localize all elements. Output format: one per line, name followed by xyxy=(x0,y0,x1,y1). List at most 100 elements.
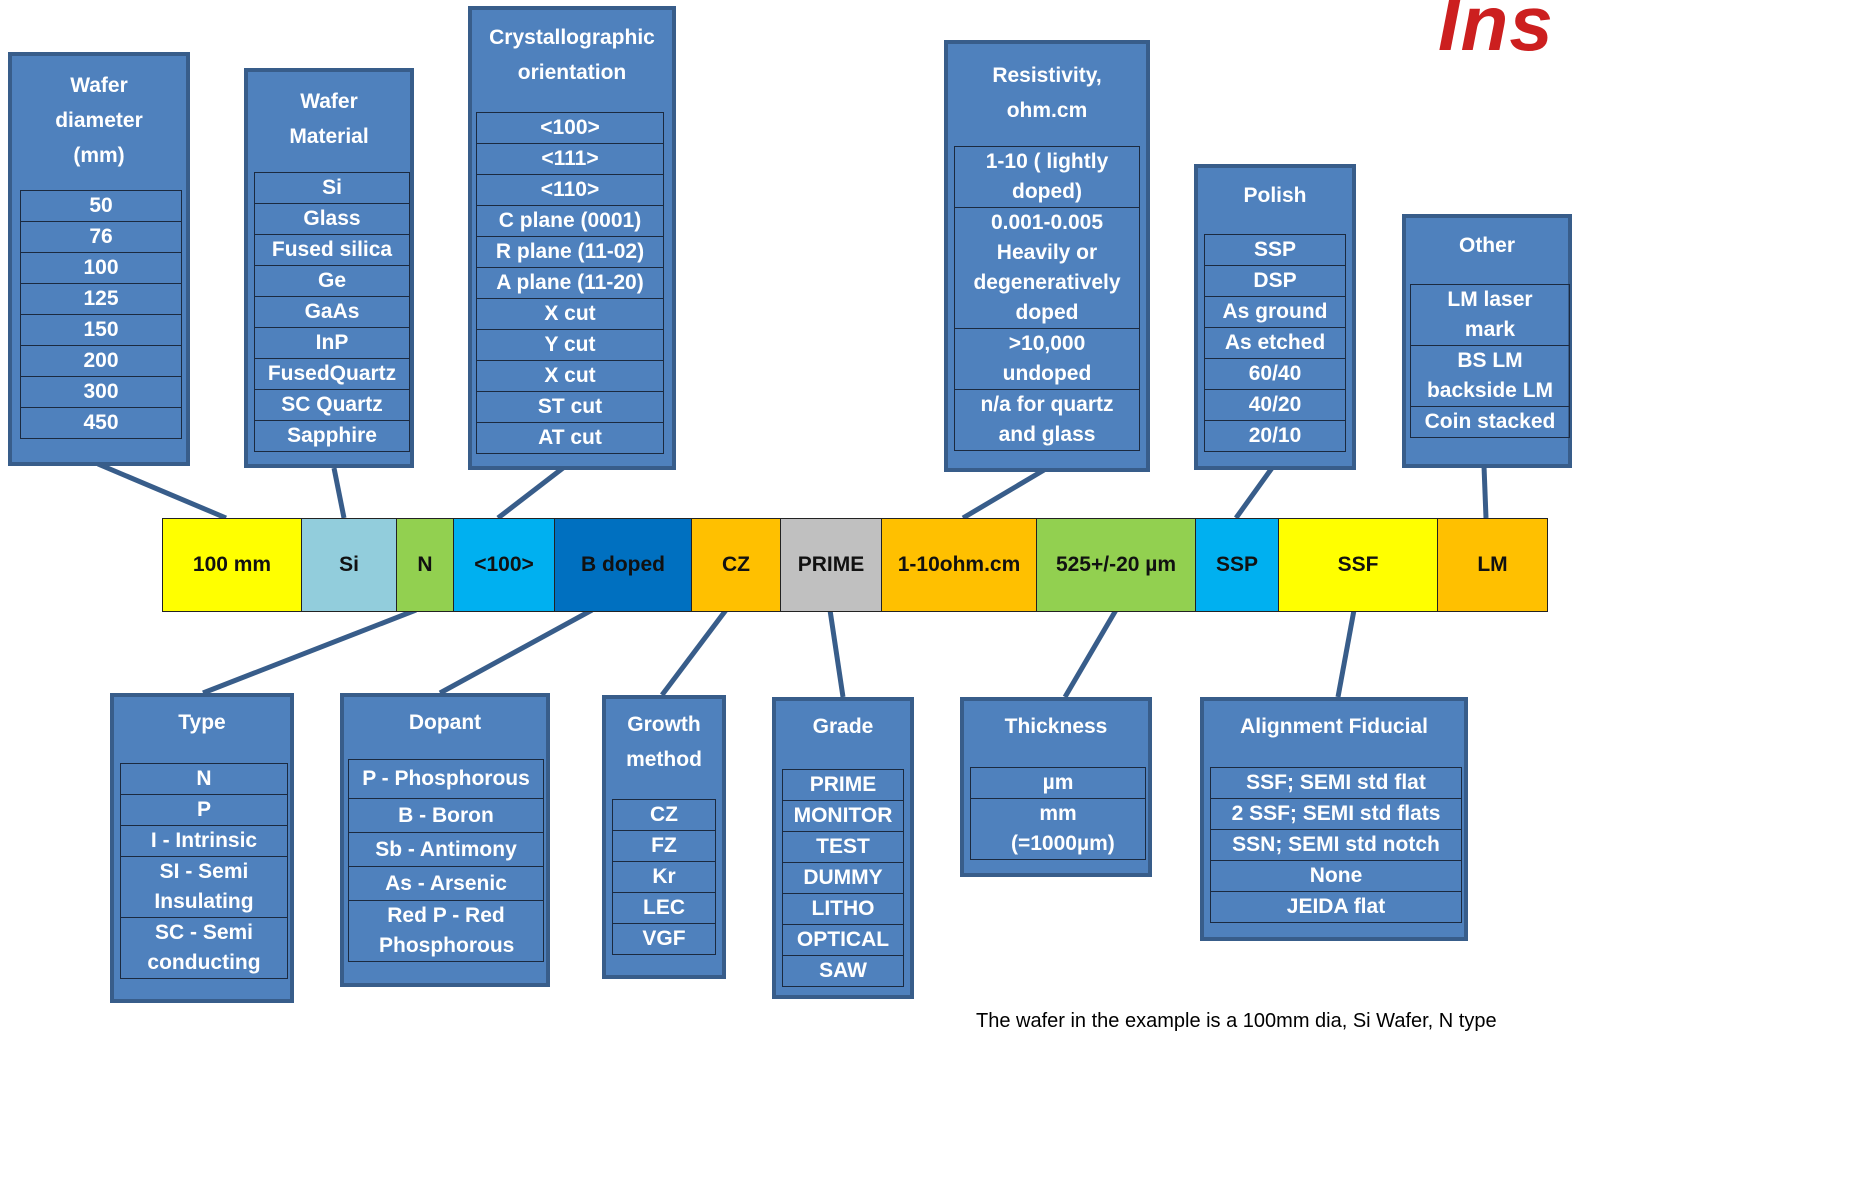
list-item[interactable]: GaAs xyxy=(255,297,409,328)
list-item[interactable]: FusedQuartz xyxy=(255,359,409,390)
list-item[interactable]: InP xyxy=(255,328,409,359)
list-item[interactable]: PRIME xyxy=(783,770,903,801)
list-item[interactable]: C plane (0001) xyxy=(477,206,663,237)
list-item[interactable]: 100 xyxy=(21,253,181,284)
list-item[interactable]: OPTICAL xyxy=(783,925,903,956)
list-item[interactable]: SI - Semi Insulating xyxy=(121,857,287,918)
box-title: Other xyxy=(1458,234,1515,257)
grade-list: PRIME MONITOR TEST DUMMY LITHO OPTICAL S… xyxy=(782,769,904,987)
list-item[interactable]: 150 xyxy=(21,315,181,346)
list-item[interactable]: R plane (11-02) xyxy=(477,237,663,268)
bar-segment-diameter[interactable]: 100 mm xyxy=(163,519,302,611)
box-title: Polish xyxy=(1243,184,1307,207)
list-item[interactable]: N xyxy=(121,764,287,795)
list-item[interactable]: 1-10 ( lightly doped) xyxy=(955,147,1139,208)
list-item[interactable]: X cut xyxy=(477,299,663,330)
list-item[interactable]: SSN; SEMI std notch xyxy=(1211,830,1461,861)
list-item[interactable]: X cut xyxy=(477,361,663,392)
list-item[interactable]: Sapphire xyxy=(287,424,377,447)
list-item[interactable]: As etched xyxy=(1205,328,1345,359)
list-item[interactable]: LEC xyxy=(613,893,715,924)
box-wafer-material: Wafer Material Si Glass Fused silica Ge … xyxy=(244,68,414,468)
brand-logo: Ins xyxy=(1438,0,1554,67)
bar-segment-growth[interactable]: CZ xyxy=(692,519,781,611)
list-item[interactable]: MONITOR xyxy=(783,801,903,832)
list-item[interactable]: n/a for quartz and glass xyxy=(980,393,1114,446)
list-item[interactable]: <110> xyxy=(477,175,663,206)
list-item[interactable]: A plane (11-20) xyxy=(477,268,663,299)
box-type: Type N P I - Intrinsic SI - Semi Insulat… xyxy=(110,693,294,1003)
list-item[interactable]: 450 xyxy=(83,411,119,434)
list-item[interactable]: AT cut xyxy=(538,426,602,449)
list-item[interactable]: 20/10 xyxy=(1248,424,1302,447)
box-title: Wafer Material xyxy=(289,90,369,148)
list-item[interactable]: LM laser mark xyxy=(1411,285,1569,346)
list-item[interactable]: SSP xyxy=(1205,235,1345,266)
list-item[interactable]: JEIDA flat xyxy=(1286,895,1386,918)
list-item[interactable]: 125 xyxy=(21,284,181,315)
list-item[interactable]: 50 xyxy=(21,191,181,222)
box-alignment-fiducial: Alignment Fiducial SSF; SEMI std flat 2 … xyxy=(1200,697,1468,941)
list-item[interactable]: SSF; SEMI std flat xyxy=(1211,768,1461,799)
list-item[interactable]: Ge xyxy=(255,266,409,297)
list-item[interactable]: 300 xyxy=(21,377,181,408)
list-item[interactable]: As - Arsenic xyxy=(349,867,543,901)
list-item[interactable]: VGF xyxy=(642,927,686,950)
bar-segment-material[interactable]: Si xyxy=(302,519,397,611)
list-item[interactable]: As ground xyxy=(1205,297,1345,328)
list-item[interactable]: B - Boron xyxy=(349,799,543,833)
type-list: N P I - Intrinsic SI - Semi Insulating S… xyxy=(120,763,288,979)
list-item[interactable]: DUMMY xyxy=(783,863,903,894)
bar-segment-orientation[interactable]: <100> xyxy=(454,519,555,611)
list-item[interactable]: TEST xyxy=(783,832,903,863)
list-item[interactable]: DSP xyxy=(1205,266,1345,297)
list-item[interactable]: 2 SSF; SEMI std flats xyxy=(1211,799,1461,830)
box-other: Other LM laser mark BS LM backside LM Co… xyxy=(1402,214,1572,468)
list-item[interactable]: I - Intrinsic xyxy=(121,826,287,857)
list-item[interactable]: LITHO xyxy=(783,894,903,925)
list-item[interactable]: 0.001-0.005 Heavily or degeneratively do… xyxy=(955,208,1139,329)
bar-segment-thickness[interactable]: 525+/-20 µm xyxy=(1037,519,1196,611)
bar-segment-other[interactable]: LM xyxy=(1438,519,1547,611)
list-item[interactable]: Si xyxy=(255,173,409,204)
box-dopant: Dopant P - Phosphorous B - Boron Sb - An… xyxy=(340,693,550,987)
list-item[interactable]: Fused silica xyxy=(255,235,409,266)
list-item[interactable]: Coin stacked xyxy=(1424,410,1556,433)
list-item[interactable]: 40/20 xyxy=(1205,390,1345,421)
list-item[interactable]: CZ xyxy=(613,800,715,831)
bar-segment-polish[interactable]: SSP xyxy=(1196,519,1279,611)
list-item[interactable]: None xyxy=(1211,861,1461,892)
alignment-list: SSF; SEMI std flat 2 SSF; SEMI std flats… xyxy=(1210,767,1462,923)
list-item[interactable]: Red P - Red Phosphorous xyxy=(379,904,515,957)
list-item[interactable]: >10,000 undoped xyxy=(955,329,1139,390)
list-item[interactable]: µm xyxy=(971,768,1145,799)
box-growth-method: Growth method CZ FZ Kr LEC VGF xyxy=(602,695,726,979)
bar-segment-dopant[interactable]: B doped xyxy=(555,519,692,611)
polish-list: SSP DSP As ground As etched 60/40 40/20 … xyxy=(1204,234,1346,452)
list-item[interactable]: 60/40 xyxy=(1205,359,1345,390)
bar-segment-grade[interactable]: PRIME xyxy=(781,519,882,611)
box-title: Alignment Fiducial xyxy=(1240,715,1428,738)
list-item[interactable]: Glass xyxy=(255,204,409,235)
list-item[interactable]: <100> xyxy=(477,113,663,144)
box-title: Dopant xyxy=(408,711,482,734)
bar-segment-resistivity[interactable]: 1-10ohm.cm xyxy=(882,519,1037,611)
list-item[interactable]: 200 xyxy=(21,346,181,377)
list-item[interactable]: P xyxy=(121,795,287,826)
list-item[interactable]: Y cut xyxy=(477,330,663,361)
list-item[interactable]: Kr xyxy=(613,862,715,893)
list-item[interactable]: SC - Semi conducting xyxy=(147,921,261,974)
list-item[interactable]: <111> xyxy=(477,144,663,175)
box-title: Growth method xyxy=(626,713,702,771)
list-item[interactable]: ST cut xyxy=(477,392,663,423)
list-item[interactable]: BS LM backside LM xyxy=(1411,346,1569,407)
list-item[interactable]: FZ xyxy=(613,831,715,862)
list-item[interactable]: Sb - Antimony xyxy=(349,833,543,867)
list-item[interactable]: mm (=1000µm) xyxy=(1011,802,1115,855)
list-item[interactable]: P - Phosphorous xyxy=(349,760,543,799)
list-item[interactable]: 76 xyxy=(21,222,181,253)
bar-segment-type[interactable]: N xyxy=(397,519,454,611)
list-item[interactable]: SAW xyxy=(819,959,867,982)
list-item[interactable]: SC Quartz xyxy=(255,390,409,421)
bar-segment-fiducial[interactable]: SSF xyxy=(1279,519,1438,611)
